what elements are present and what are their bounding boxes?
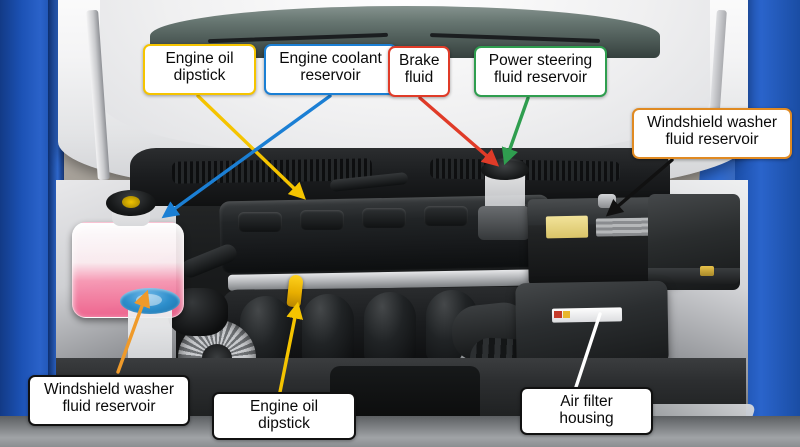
ignition-coil [238,212,282,232]
intake-runner [302,294,354,366]
callout-power-steering-fluid-reservoir: Power steering fluid reservoir [474,46,607,97]
washer-cap-highlight [136,294,162,306]
callout-brake-fluid: Brake fluid [388,46,450,97]
callout-engine-oil-dipstick-top: Engine oil dipstick [143,44,256,95]
brake-master-cylinder [478,206,530,240]
intake-runner [364,292,416,364]
label-icon-red [554,311,562,318]
ignition-coil [300,210,344,230]
fuse-box-clip [700,266,714,276]
battery-terminal [598,194,616,208]
battery-warning-label [545,215,589,239]
callout-engine-coolant-reservoir: Engine coolant reservoir [264,44,397,95]
label-icon-yellow [563,311,570,318]
fuse-box-lid-lip [648,268,740,284]
ignition-coil [424,206,468,226]
callout-windshield-washer-fluid-reservoir-left: Windshield washer fluid reservoir [28,375,190,426]
air-filter-housing [515,280,669,368]
coolant-cap-marking [122,196,140,208]
brake-fluid-reservoir-cap [481,160,529,180]
callout-engine-oil-dipstick-bottom: Engine oil dipstick [212,392,356,440]
ignition-coil [362,208,406,228]
callout-air-filter-housing: Air filter housing [520,387,653,435]
callout-windshield-washer-fluid-reservoir-right: Windshield washer fluid reservoir [632,108,792,159]
